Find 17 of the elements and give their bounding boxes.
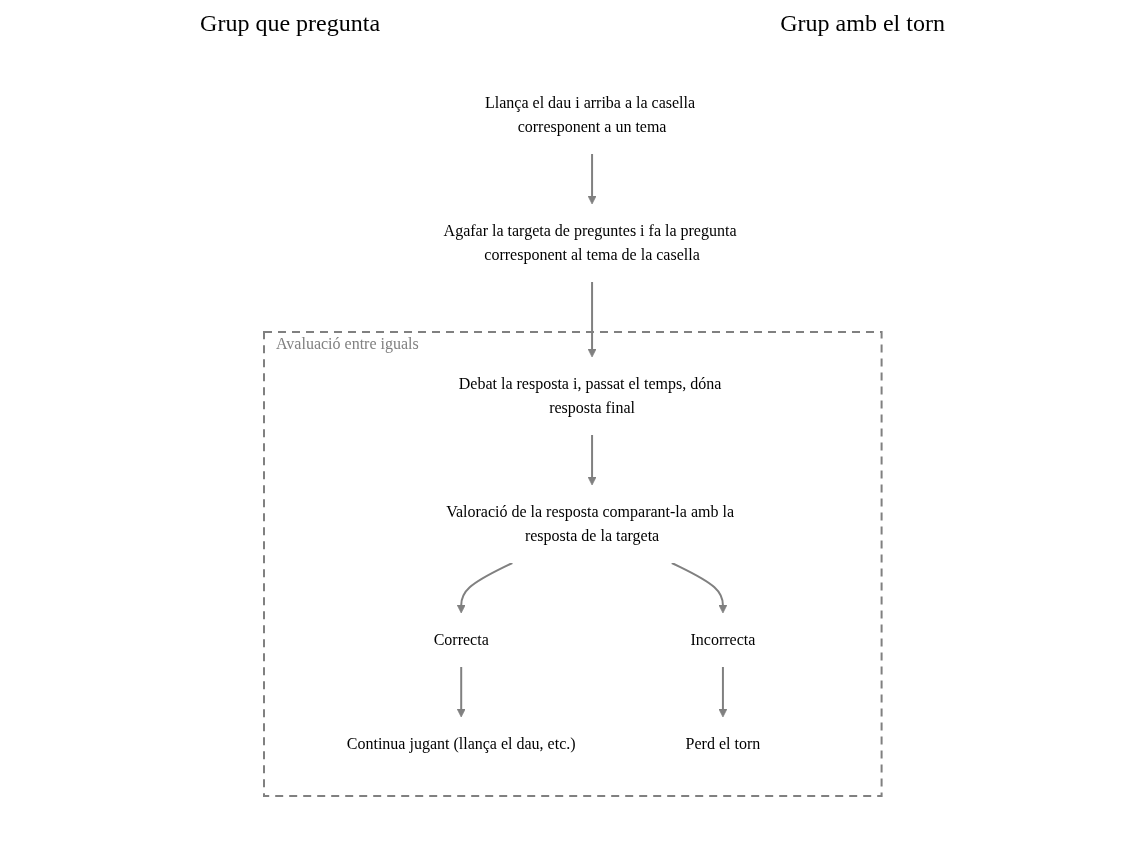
node-text: Agafar la targeta de preguntes i fa la pregunta corresponent al tema de la casella bbox=[443, 222, 737, 263]
arrow bbox=[587, 434, 597, 486]
arrow bbox=[587, 281, 597, 358]
node-text: Incorrecta bbox=[690, 631, 756, 648]
node-text: Debat la resposta i, passat el temps, dóna resposta final bbox=[458, 375, 722, 416]
arrow bbox=[456, 666, 466, 718]
arrow bbox=[587, 153, 597, 205]
node-text: Valoració de la resposta comparant-la amb la resposta de la targeta bbox=[445, 503, 734, 544]
node-text: Correcta bbox=[433, 631, 489, 648]
column-heading: Grup amb el torn bbox=[780, 10, 945, 37]
node-text: Perd el torn bbox=[685, 735, 760, 752]
arrow bbox=[718, 666, 728, 718]
arrow bbox=[670, 562, 728, 614]
node-text: Llança el dau i arriba a la casella corresponent a un tema bbox=[484, 94, 695, 135]
arrow bbox=[456, 562, 513, 614]
node-text: Continua jugant (llança el dau, etc.) bbox=[346, 735, 576, 752]
column-heading: Grup que pregunta bbox=[200, 10, 381, 37]
